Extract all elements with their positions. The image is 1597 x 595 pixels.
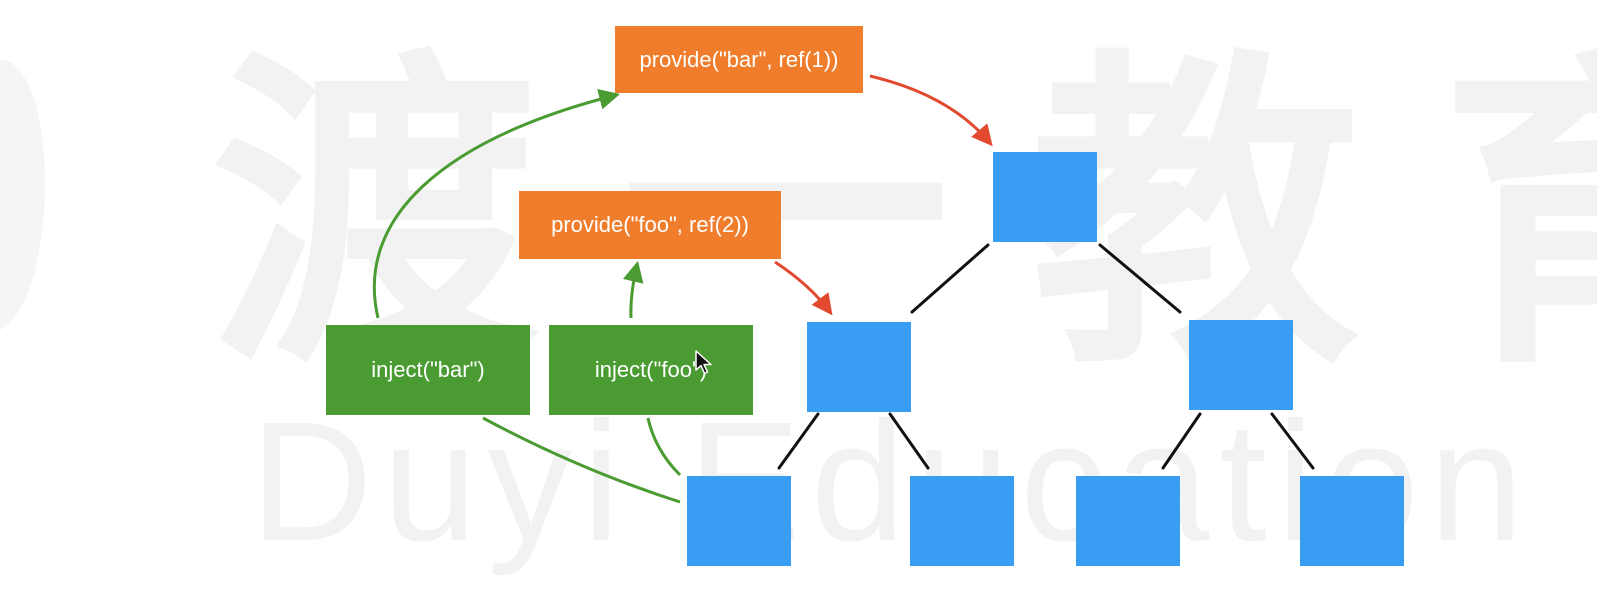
tree-node-right-left (1076, 476, 1180, 566)
provide-bar-label: provide("bar", ref(1)) (639, 46, 839, 72)
tree-node-left-left (687, 476, 791, 566)
tree-node-left (807, 322, 911, 412)
edge-left-leftright (888, 412, 930, 470)
tree-node-left-right (910, 476, 1014, 566)
tree-node-root (993, 152, 1097, 242)
tree-node-right-right (1300, 476, 1404, 566)
provide-foo-box: provide("foo", ref(2)) (519, 191, 781, 259)
provide-bar-arrow (869, 74, 993, 147)
inject-bar-box: inject("bar") (326, 325, 530, 415)
leaf-to-inject-foo-line (646, 417, 682, 477)
edge-root-right (1098, 243, 1182, 314)
edge-root-left (910, 243, 990, 314)
inject-foo-arrow (622, 260, 644, 319)
tree-node-right (1189, 320, 1293, 410)
inject-foo-box: inject("foo") (549, 325, 753, 415)
mouse-cursor-icon (695, 350, 712, 375)
inject-foo-label: inject("foo") (594, 357, 708, 382)
provide-bar-box: provide("bar", ref(1)) (615, 26, 863, 93)
edge-right-rightright (1270, 412, 1315, 470)
provide-foo-label: provide("foo", ref(2)) (551, 212, 749, 237)
edge-right-rightleft (1161, 412, 1202, 470)
watermark-logo-shape (0, 60, 45, 595)
inject-bar-label: inject("bar") (371, 357, 485, 382)
inject-bar-arrow (372, 88, 621, 319)
edge-left-leftleft (777, 412, 820, 470)
provide-foo-arrow (774, 260, 833, 316)
leaf-to-inject-bar-line (482, 416, 681, 504)
